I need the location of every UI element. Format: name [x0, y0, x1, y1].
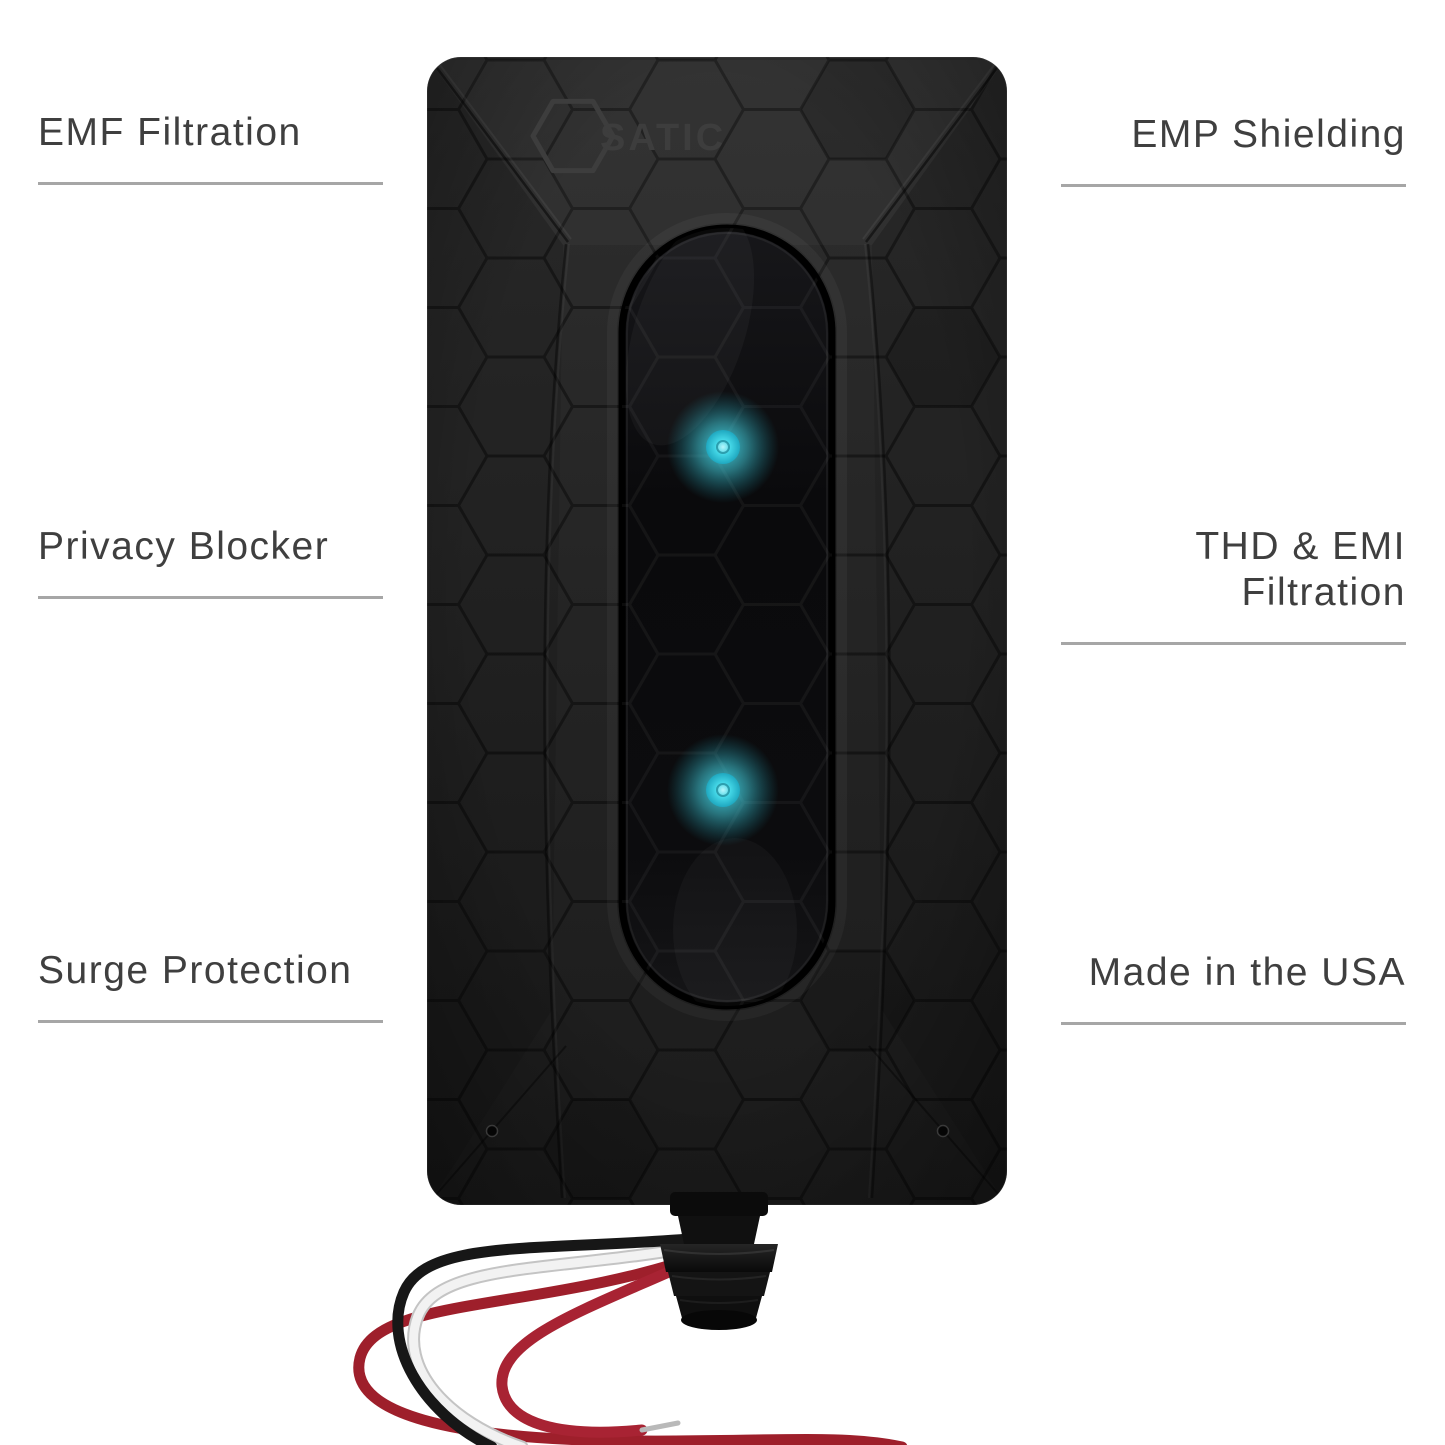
satic-logo: SATIC — [530, 98, 726, 174]
screw-right-icon — [936, 1124, 950, 1138]
satic-logo-text: SATIC — [600, 117, 726, 159]
wire-bare-tip — [639, 1420, 681, 1433]
wire-white — [409, 1241, 705, 1445]
divider-rule — [1061, 1022, 1406, 1025]
wire-red-short — [496, 1252, 706, 1438]
divider-rule — [38, 1020, 383, 1023]
wire-red-long — [353, 1248, 908, 1445]
feature-surge-protection: Surge Protection — [38, 948, 383, 1023]
screw-left-icon — [485, 1124, 499, 1138]
led-window — [607, 213, 847, 1021]
feature-label: Privacy Blocker — [38, 525, 330, 568]
wires — [353, 1232, 908, 1445]
cable-gland — [660, 1192, 778, 1330]
feature-emp-shielding: EMP Shielding — [1061, 112, 1406, 187]
divider-rule — [38, 182, 383, 185]
feature-thd-emi-filtration: THD & EMI Filtration — [1061, 524, 1406, 645]
feature-emf-filtration: EMF Filtration — [38, 110, 383, 185]
feature-label: EMP Shielding — [1131, 113, 1406, 156]
feature-privacy-blocker: Privacy Blocker — [38, 524, 383, 599]
status-led-bottom — [667, 734, 779, 846]
divider-rule — [38, 596, 383, 599]
status-led-top — [667, 391, 779, 503]
feature-made-in-usa: Made in the USA — [1061, 950, 1406, 1025]
feature-label: Surge Protection — [38, 949, 353, 992]
feature-label: THD & EMI Filtration — [1195, 525, 1406, 614]
divider-rule — [1061, 642, 1406, 645]
satic-logo-hexagon-icon — [530, 98, 616, 174]
feature-label: Made in the USA — [1088, 951, 1406, 994]
feature-label: EMF Filtration — [38, 111, 302, 154]
divider-rule — [1061, 184, 1406, 187]
wire-black — [392, 1232, 708, 1445]
